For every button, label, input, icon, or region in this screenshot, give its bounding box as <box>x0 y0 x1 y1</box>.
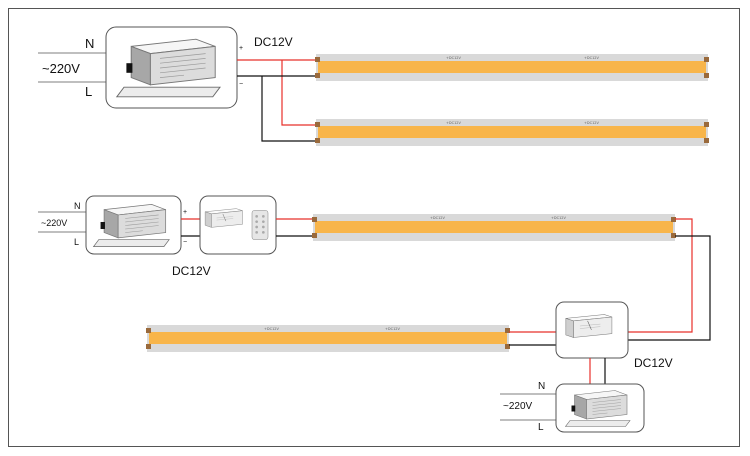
middle-section: N ~220V L + − DC12V +DC12V +DC12V <box>38 195 711 341</box>
diagram-frame <box>8 8 740 447</box>
strip-mark: +DC12V <box>385 327 401 331</box>
output-voltage-label: DC12V <box>172 264 211 278</box>
controller-icon <box>204 208 243 228</box>
plus-terminal-label: + <box>183 209 187 216</box>
strip-mark: +DC12V <box>551 216 567 220</box>
mains-l-label: L <box>74 237 79 247</box>
led-strip: +DC12V +DC12V <box>315 54 709 81</box>
led-strip: +DC12V +DC12V <box>146 325 510 352</box>
bottom-section: +DC12V +DC12V DC12V N ~220V L <box>146 301 673 433</box>
positive-branch-wire <box>281 60 316 126</box>
strip-mark: +DC12V <box>446 56 462 60</box>
top-section: N ~220V L + − DC12V +DC12V +DC12V <box>38 26 709 146</box>
mains-voltage-label: ~220V <box>503 401 533 412</box>
led-strip: +DC12V +DC12V <box>312 214 676 241</box>
mains-l-label: L <box>538 422 544 433</box>
negative-wire <box>628 235 711 341</box>
minus-terminal-label: − <box>239 81 243 88</box>
power-supply-icon <box>565 390 631 427</box>
mains-n-label: N <box>74 201 81 211</box>
strip-mark: +DC12V <box>446 121 462 125</box>
power-supply-icon <box>93 203 170 248</box>
output-voltage-label: DC12V <box>254 35 293 49</box>
positive-wire <box>628 218 693 333</box>
strip-mark: +DC12V <box>584 56 600 60</box>
power-supply-icon <box>116 38 221 98</box>
plus-terminal-label: + <box>239 45 243 52</box>
strip-mark: +DC12V <box>430 216 446 220</box>
output-voltage-label: DC12V <box>634 356 673 370</box>
strip-mark: +DC12V <box>264 327 280 331</box>
mains-n-label: N <box>85 36 94 51</box>
negative-branch-wire <box>261 76 316 142</box>
minus-terminal-label: − <box>183 239 187 246</box>
mains-n-label: N <box>538 381 545 392</box>
mains-voltage-label: ~220V <box>42 61 80 76</box>
mains-l-label: L <box>85 84 92 99</box>
mains-voltage-label: ~220V <box>41 218 67 228</box>
amplifier-icon <box>565 314 613 338</box>
remote-icon <box>251 209 269 241</box>
led-strip: +DC12V +DC12V <box>315 119 709 146</box>
strip-mark: +DC12V <box>584 121 600 125</box>
